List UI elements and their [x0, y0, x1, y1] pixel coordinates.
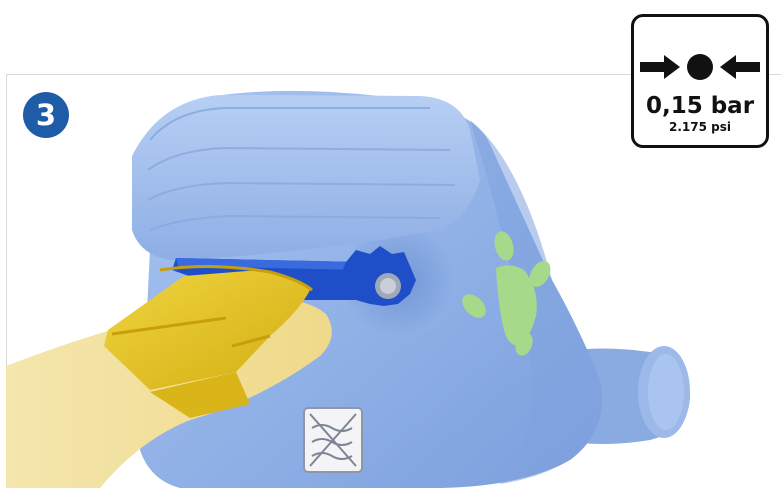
pressure-indicator: 0,15 bar 2.175 psi: [631, 14, 769, 148]
no-water-warning-icon: [304, 408, 362, 472]
pressure-value-bar: 0,15 bar: [634, 93, 766, 119]
pressure-inward-arrows-icon: [634, 47, 766, 87]
pressure-value-psi: 2.175 psi: [634, 120, 766, 134]
step-number-badge: 3: [23, 92, 69, 138]
